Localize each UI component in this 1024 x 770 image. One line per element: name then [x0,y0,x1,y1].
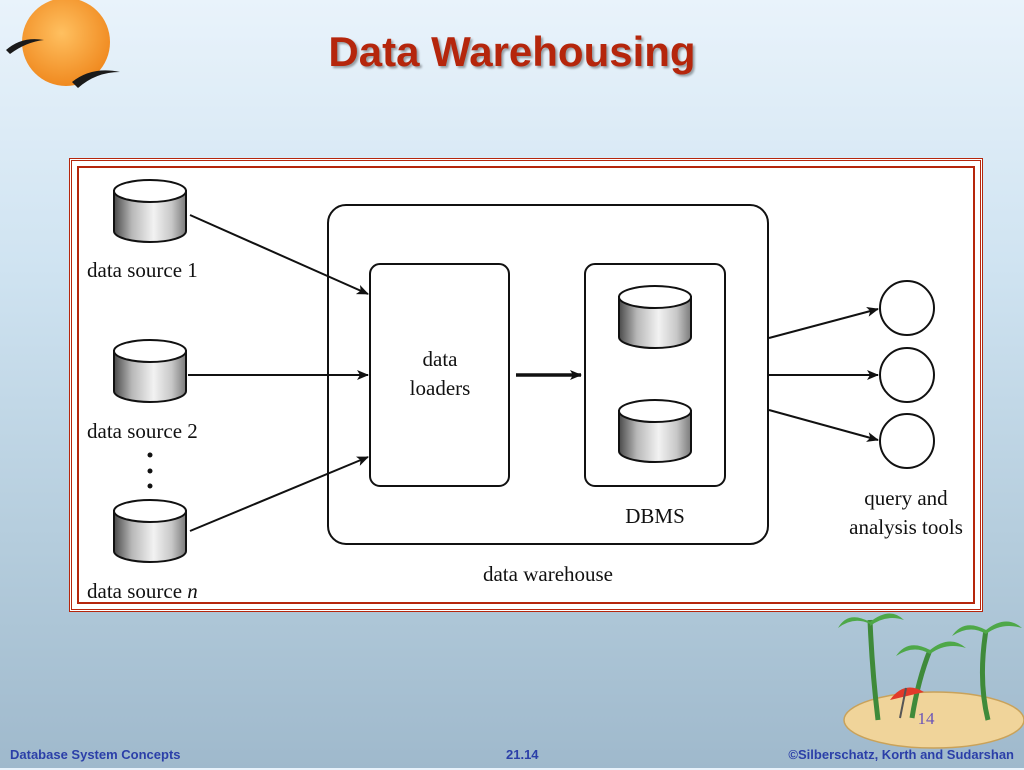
sun-birds-logo [6,0,120,88]
bird-icon [6,39,44,54]
beach-umbrella-icon [890,687,924,719]
data-source-2-icon [113,339,187,403]
arrow-warehouse-to-tool-1 [768,306,879,339]
data-source-1-icon [113,179,187,243]
diagram-frame: data source 1 data source 2 data source … [69,158,983,612]
footer-slide-number: 21.14 [506,747,539,762]
ellipsis-dots [147,452,153,489]
analysis-tool-circle-3 [879,413,935,469]
analysis-tool-circle-1 [879,280,935,336]
slide-title: Data Warehousing [328,28,696,75]
footer-course-title: Database System Concepts [10,747,181,762]
palm-leaves-icon [838,613,1022,656]
arrow-sourcen-to-loaders [189,456,369,532]
data-loaders-label-line1: data [423,347,459,371]
data-source-n-prefix: data source [87,579,187,603]
arrow-source1-to-loaders [189,214,369,295]
dbms-database-icon [618,399,692,463]
dbms-box [584,263,726,487]
dbms-label: DBMS [625,504,685,528]
island-sand-icon [843,691,1024,749]
data-source-1-label: data source 1 [87,258,198,282]
tools-label-line1: query and [864,486,948,510]
data-source-n-var: n [187,579,198,603]
data-source-n-label: data source n [87,579,198,603]
data-source-2-label: data source 2 [87,419,198,443]
arrow-warehouse-to-tool-3 [768,409,879,442]
palm-island-decoration: 14 [838,613,1024,749]
data-source-n-icon [113,499,187,563]
tools-label-line2: analysis tools [849,515,963,539]
palm-tree-icon [867,619,991,721]
bird-icon [72,70,120,88]
sun-icon [22,0,110,86]
page-number: 14 [918,709,936,728]
data-loaders-label-line2: loaders [410,376,471,400]
data-warehouse-label: data warehouse [483,562,613,586]
footer-copyright: ©Silberschatz, Korth and Sudarshan [788,747,1014,762]
analysis-tool-circle-2 [879,347,935,403]
data-loaders-box [369,263,510,487]
data-warehouse-diagram: data source 1 data source 2 data source … [87,179,963,603]
dbms-database-icon [618,285,692,349]
